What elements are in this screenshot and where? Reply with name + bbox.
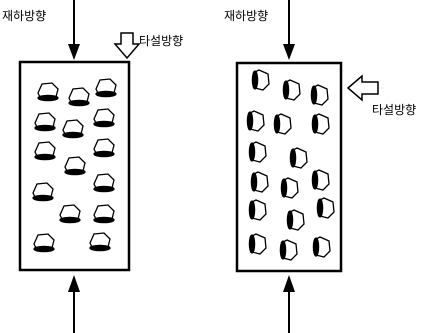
cast-direction-label-left: 타설방향 (139, 34, 184, 48)
aggregate (62, 119, 84, 139)
aggregate (248, 141, 267, 163)
right-aggregates (246, 69, 335, 261)
aggregate (286, 209, 305, 231)
aggregate (93, 108, 115, 128)
aggregate (251, 69, 270, 91)
aggregate (68, 87, 90, 107)
aggregate (282, 79, 301, 101)
aggregate (34, 141, 56, 161)
aggregate (316, 197, 335, 219)
aggregate (273, 113, 292, 135)
aggregate (93, 173, 115, 193)
right-top-load-arrow (283, 0, 295, 60)
right-cast-direction-arrow (346, 74, 379, 102)
left-top-load-arrow (68, 0, 80, 60)
left-specimen (18, 0, 141, 333)
aggregate (311, 113, 330, 135)
cast-direction-label-right: 타설방향 (372, 103, 417, 117)
right-specimen (235, 0, 379, 333)
aggregate (93, 138, 115, 158)
left-aggregates (32, 78, 117, 253)
load-direction-label-right: 재하방향 (224, 9, 269, 23)
aggregate (93, 204, 115, 224)
aggregate (89, 232, 111, 252)
aggregate (64, 156, 86, 176)
aggregate (250, 171, 269, 193)
aggregate (34, 112, 56, 132)
aggregate (311, 169, 330, 191)
load-direction-label-left: 재하방향 (2, 9, 47, 23)
aggregate (289, 147, 308, 169)
aggregate (312, 236, 331, 258)
aggregate (310, 84, 329, 106)
aggregate (246, 110, 265, 132)
aggregate (279, 239, 298, 261)
aggregate (248, 199, 267, 221)
aggregate (248, 233, 267, 255)
aggregate (95, 78, 117, 98)
aggregate (37, 82, 59, 102)
right-bottom-load-arrow (283, 275, 295, 333)
left-cast-direction-arrow (113, 32, 141, 60)
aggregate (33, 233, 55, 253)
aggregate (59, 204, 81, 224)
left-bottom-load-arrow (68, 275, 80, 333)
aggregate (280, 177, 299, 199)
aggregate (32, 182, 54, 202)
